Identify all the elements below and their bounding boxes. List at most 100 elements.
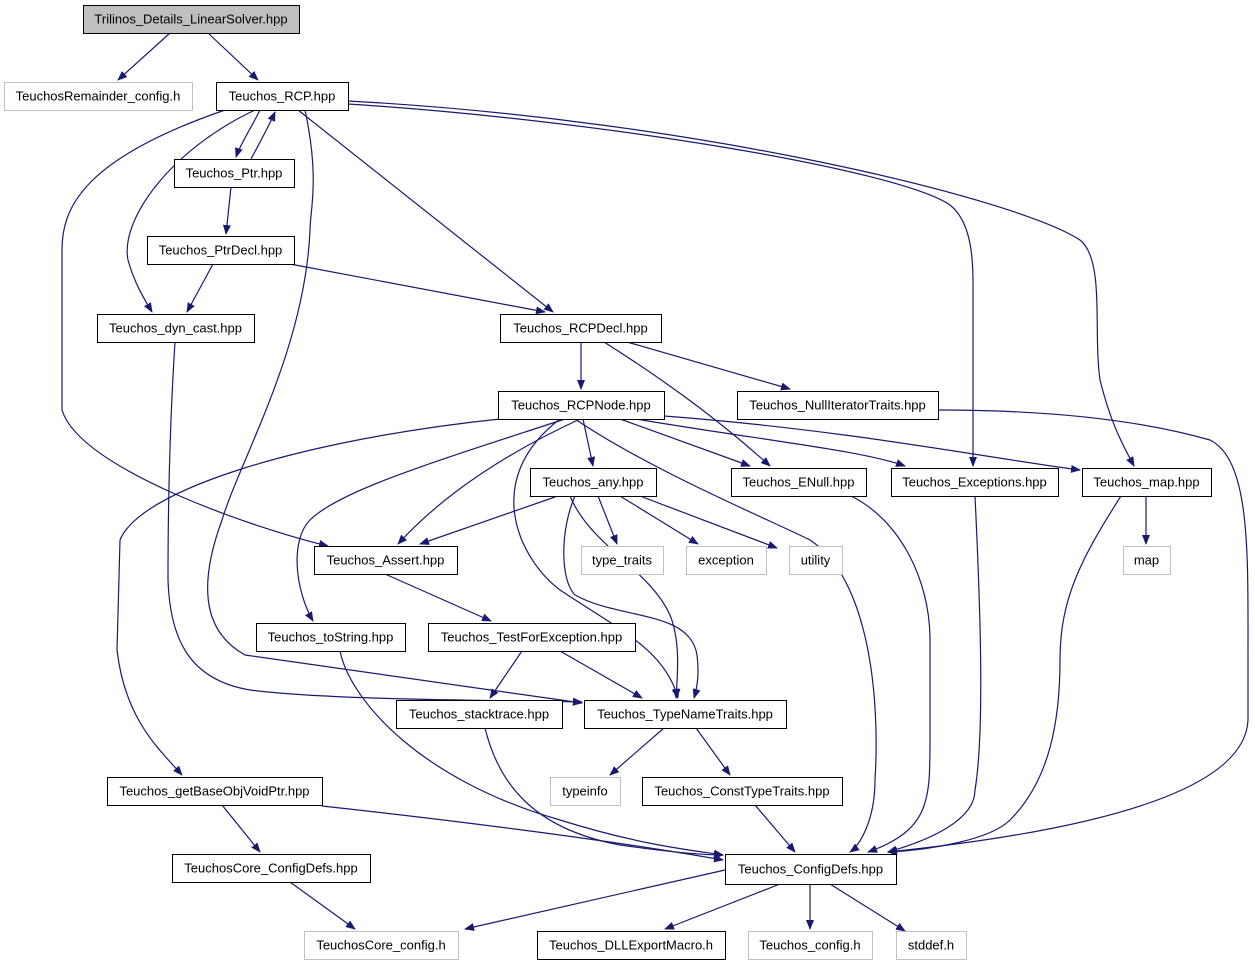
dependency-edge-8 (126, 109, 256, 313)
node-label: TeuchosRemainder_config.h (16, 89, 181, 104)
node-tostring[interactable]: Teuchos_toString.hpp (256, 623, 406, 652)
node-tmap[interactable]: Teuchos_map.hpp (1082, 468, 1212, 497)
node-any[interactable]: Teuchos_any.hpp (530, 468, 657, 497)
dependency-edge-9 (297, 109, 554, 313)
node-box (83, 5, 300, 34)
node-label: Teuchos_Exceptions.hpp (902, 475, 1047, 490)
node-box (725, 854, 897, 885)
dependency-edge-10 (61, 109, 329, 548)
node-configdefs[interactable]: Teuchos_ConfigDefs.hpp (725, 854, 897, 885)
dependency-edge-31 (563, 495, 701, 699)
dependency-edge-4 (250, 111, 276, 160)
node-label: stddef.h (908, 938, 954, 953)
dependency-edge-23 (116, 418, 501, 776)
dependency-edge-22 (296, 418, 566, 622)
node-label: Teuchos_TypeNameTraits.hpp (597, 707, 773, 722)
node-rcpnode[interactable]: Teuchos_RCPNode.hpp (498, 391, 665, 420)
node-label: Teuchos_TestForException.hpp (441, 630, 622, 645)
dependency-edge-21 (397, 418, 581, 545)
node-label: type_traits (592, 553, 652, 568)
nodes: Trilinos_Details_LinearSolver.hppTeuchos… (4, 5, 1212, 960)
node-enull[interactable]: Teuchos_ENull.hpp (731, 468, 867, 497)
node-label: Teuchos_Ptr.hpp (186, 166, 283, 181)
node-box (584, 700, 787, 729)
node-box (216, 82, 349, 111)
node-label: Teuchos_NullIteratorTraits.hpp (749, 398, 926, 413)
node-coreconfig: TeuchosCore_config.h (304, 931, 459, 960)
node-box (107, 777, 323, 806)
node-nulliter[interactable]: Teuchos_NullIteratorTraits.hpp (737, 391, 939, 420)
edges (61, 32, 1249, 932)
node-ptr[interactable]: Teuchos_Ptr.hpp (174, 159, 295, 188)
node-box (147, 236, 295, 265)
node-label: Teuchos_ConfigDefs.hpp (738, 862, 883, 877)
node-remcfg: TeuchosRemainder_config.h (4, 82, 193, 111)
node-ptrdecl[interactable]: Teuchos_PtrDecl.hpp (147, 236, 295, 265)
dependency-edge-42 (167, 341, 583, 706)
node-typetraits: type_traits (581, 546, 664, 575)
node-rcp[interactable]: Teuchos_RCP.hpp (216, 82, 349, 111)
dependency-edge-49 (464, 869, 726, 931)
node-box (174, 159, 295, 188)
dependency-edge-36 (887, 495, 1122, 856)
dependency-edge-17 (582, 418, 596, 467)
node-box (789, 546, 843, 575)
dependency-edge-48 (289, 881, 356, 930)
node-label: Teuchos_config.h (759, 938, 860, 953)
node-label: TeuchosCore_config.h (316, 938, 445, 953)
node-label: Teuchos_any.hpp (543, 475, 644, 490)
dependency-edge-38 (339, 650, 724, 858)
node-label: typeinfo (562, 784, 608, 799)
dependency-edge-32 (569, 495, 681, 699)
node-box (1123, 546, 1171, 575)
node-box (498, 391, 665, 420)
dependency-edge-26 (887, 409, 1249, 856)
dependency-edge-37 (384, 573, 492, 622)
dependency-edge-47 (321, 805, 724, 863)
node-getbase[interactable]: Teuchos_getBaseObjVoidPtr.hpp (107, 777, 323, 806)
node-box (731, 468, 867, 497)
node-label: Teuchos_ConstTypeTraits.hpp (654, 784, 829, 799)
node-exception: exception (686, 546, 767, 575)
node-dyncast[interactable]: Teuchos_dyn_cast.hpp (97, 314, 255, 343)
node-label: Trilinos_Details_LinearSolver.hpp (94, 12, 287, 27)
node-typeinfo: typeinfo (550, 777, 621, 806)
dependency-edge-5 (222, 186, 232, 235)
dependency-edge-33 (850, 495, 931, 853)
node-stacktrace[interactable]: Teuchos_stacktrace.hpp (396, 700, 563, 729)
dependency-edge-30 (419, 496, 556, 545)
node-box (304, 931, 459, 960)
node-label: TeuchosCore_ConfigDefs.hpp (184, 861, 357, 876)
node-box (172, 854, 371, 883)
node-tconfig: Teuchos_config.h (748, 931, 873, 960)
node-label: Teuchos_toString.hpp (268, 630, 394, 645)
dependency-edge-6 (186, 263, 214, 313)
node-box (642, 777, 843, 806)
dependency-edge-19 (635, 418, 906, 467)
dependency-edge-44 (695, 727, 731, 776)
dependency-edge-45 (754, 804, 796, 853)
node-label: Teuchos_getBaseObjVoidPtr.hpp (119, 784, 309, 799)
node-assert[interactable]: Teuchos_Assert.hpp (314, 546, 458, 575)
node-box (537, 931, 726, 960)
dependency-edge-39 (489, 650, 523, 699)
dependency-edge-27 (597, 495, 618, 545)
node-box (396, 700, 563, 729)
node-rcpdecl[interactable]: Teuchos_RCPDecl.hpp (500, 314, 662, 343)
node-testexc[interactable]: Teuchos_TestForException.hpp (428, 623, 636, 652)
node-consttype[interactable]: Teuchos_ConstTypeTraits.hpp (642, 777, 843, 806)
dependency-edge-11 (207, 109, 583, 706)
dependency-edge-46 (221, 804, 261, 853)
node-box (530, 468, 657, 497)
node-map: map (1123, 546, 1171, 575)
node-exceptions[interactable]: Teuchos_Exceptions.hpp (891, 468, 1059, 497)
node-label: Teuchos_map.hpp (1093, 475, 1199, 490)
node-label: Teuchos_stacktrace.hpp (409, 707, 549, 722)
node-root[interactable]: Trilinos_Details_LinearSolver.hpp (83, 5, 300, 34)
node-dllexport[interactable]: Teuchos_DLLExportMacro.h (537, 931, 726, 960)
node-typename[interactable]: Teuchos_TypeNameTraits.hpp (584, 700, 787, 729)
dependency-edge-50 (664, 883, 781, 930)
node-coreconfigdefs[interactable]: TeuchosCore_ConfigDefs.hpp (172, 854, 371, 883)
dependency-edge-20 (663, 415, 1081, 473)
